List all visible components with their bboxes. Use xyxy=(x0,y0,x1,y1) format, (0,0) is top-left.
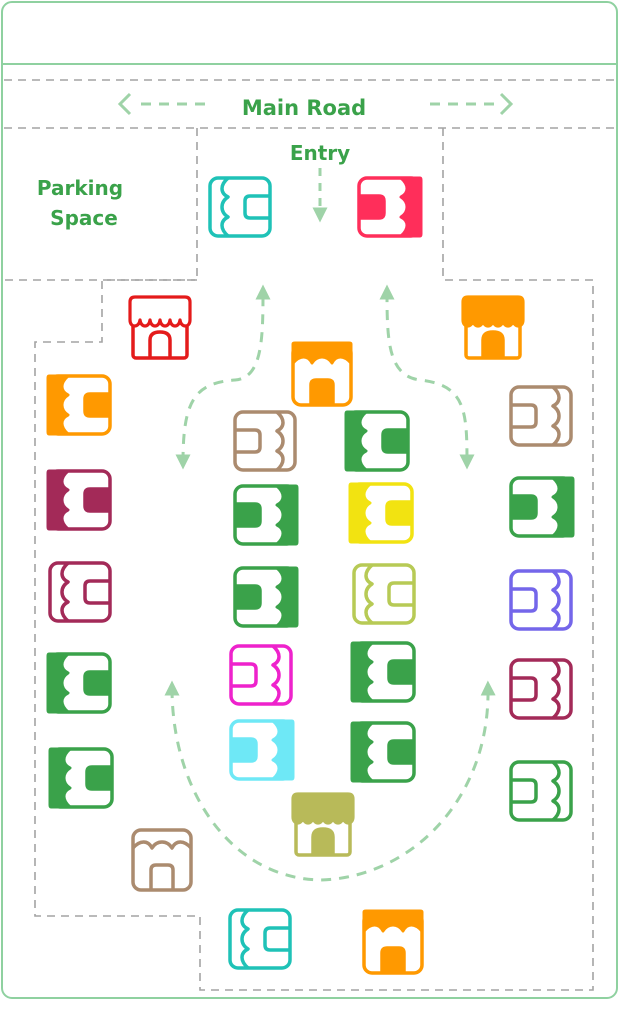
stalls-layer xyxy=(46,176,575,975)
market-area-boundary xyxy=(34,128,594,991)
market-stall-icon xyxy=(350,641,416,703)
market-stall-icon xyxy=(233,566,299,628)
market-stall-icon xyxy=(131,828,193,892)
market-stall-icon xyxy=(229,719,295,781)
market-stall-icon xyxy=(128,295,192,360)
market-stall-icon xyxy=(509,658,573,720)
parking-label-line1: Parking xyxy=(37,176,123,200)
road-arrow-left xyxy=(117,92,205,116)
market-stall-icon xyxy=(344,410,410,472)
entry-label: Entry xyxy=(290,141,350,165)
market-stall-icon xyxy=(46,374,112,436)
flow-arrow-up-left xyxy=(175,284,271,470)
market-stall-icon xyxy=(509,760,573,822)
market-stall-icon xyxy=(228,908,292,970)
market-stall-icon xyxy=(291,792,355,857)
market-stall-icon xyxy=(362,909,424,975)
market-stall-icon xyxy=(461,295,525,360)
market-stall-icon xyxy=(350,721,416,783)
parking-area-boundary xyxy=(4,128,198,281)
market-stall-icon xyxy=(46,652,112,714)
market-stall-icon xyxy=(233,484,299,546)
market-stall-icon xyxy=(352,563,416,625)
flow-arrow-bottom-loop xyxy=(164,680,496,882)
market-stall-icon xyxy=(509,385,573,447)
market-stall-icon xyxy=(348,482,414,544)
parking-label-line2: Space xyxy=(50,206,118,230)
market-stall-icon xyxy=(46,469,112,531)
market-stall-icon xyxy=(509,569,573,631)
market-stall-icon xyxy=(208,176,272,238)
market-stall-icon xyxy=(48,561,112,623)
market-stall-icon xyxy=(291,341,353,407)
flow-arrow-up-right xyxy=(379,284,475,470)
main-road-label: Main Road xyxy=(242,96,366,120)
market-stall-icon xyxy=(357,176,423,238)
market-stall-icon xyxy=(229,644,293,706)
market-stall-icon xyxy=(233,410,297,472)
market-stall-icon xyxy=(509,476,575,538)
road-arrow-right xyxy=(430,92,514,116)
market-stall-icon xyxy=(48,747,114,809)
